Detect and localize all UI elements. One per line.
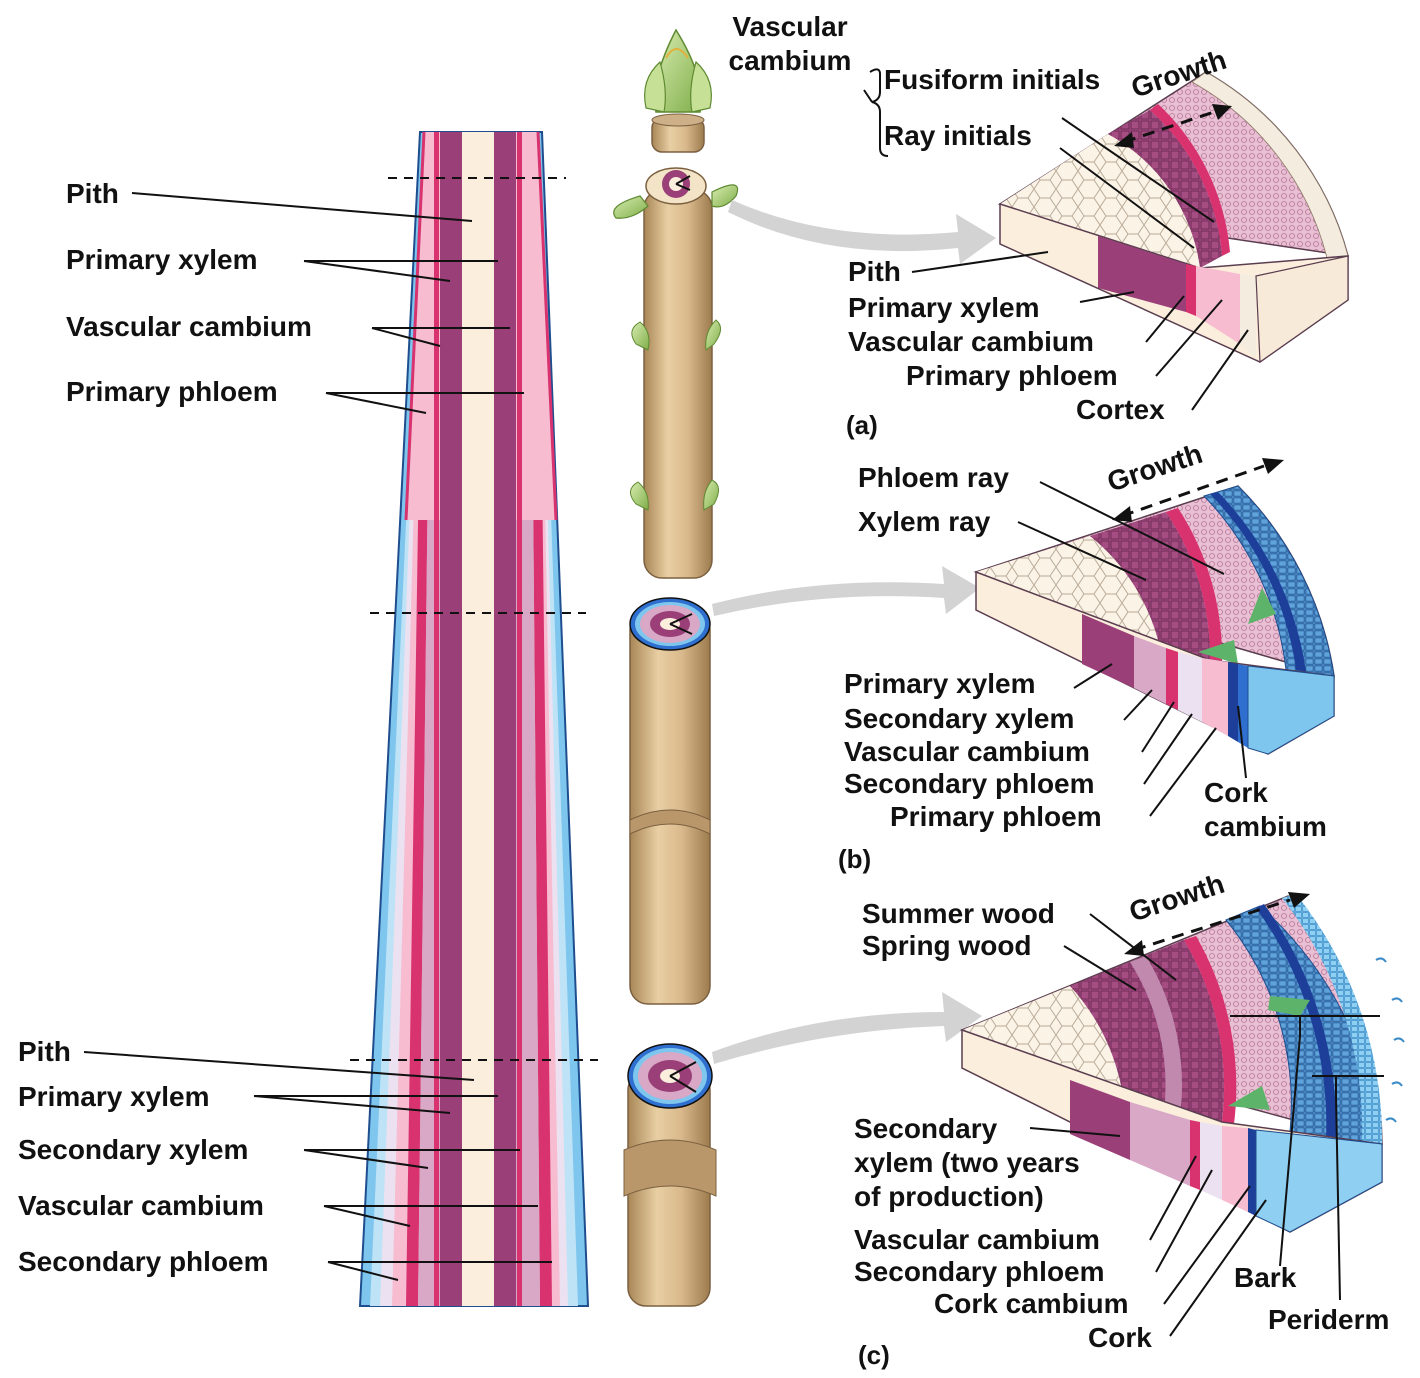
stem-segments <box>614 30 738 1306</box>
panel-b-label-vascular-cambium: Vascular cambium <box>844 738 1090 766</box>
panel-c-periderm: Periderm <box>1268 1306 1389 1334</box>
panel-a-fusiform-initials: Fusiform initials <box>884 66 1100 94</box>
panel-b-label-primary-xylem: Primary xylem <box>844 670 1035 698</box>
panel-b-label-primary-phloem: Primary phloem <box>890 803 1102 831</box>
panel-a-tag: (a) <box>846 412 878 438</box>
panel-b-tag: (b) <box>838 846 871 872</box>
long-label-primary-phloem: Primary phloem <box>66 378 278 406</box>
panel-c-tag: (c) <box>858 1342 890 1368</box>
panel-a-label-primary-phloem: Primary phloem <box>906 362 1118 390</box>
long-label-pith-lower: Pith <box>18 1038 71 1066</box>
panel-c-label-vascular-cambium: Vascular cambium <box>854 1226 1100 1254</box>
long-label-secondary-phloem-lower: Secondary phloem <box>18 1248 269 1276</box>
panel-b-phloem-ray: Phloem ray <box>858 464 1009 492</box>
long-label-pith: Pith <box>66 180 119 208</box>
bud-icon <box>645 30 712 152</box>
long-label-primary-xylem-lower: Primary xylem <box>18 1083 209 1111</box>
panel-c-bark: Bark <box>1234 1264 1296 1292</box>
panel-c-label-secondary-phloem: Secondary phloem <box>854 1258 1105 1286</box>
panel-b-label-secondary-phloem: Secondary phloem <box>844 770 1095 798</box>
longitudinal-section <box>350 132 598 1306</box>
panel-a-label-primary-xylem: Primary xylem <box>848 294 1039 322</box>
panel-c-summer-wood: Summer wood <box>862 900 1055 928</box>
long-label-primary-xylem: Primary xylem <box>66 246 257 274</box>
long-label-vascular-cambium: Vascular cambium <box>66 313 312 341</box>
panel-a-label-pith: Pith <box>848 258 901 286</box>
long-label-vascular-cambium-lower: Vascular cambium <box>18 1192 264 1220</box>
panel-b-cork-cambium: Cork cambium <box>1204 776 1327 844</box>
panel-a-label-vascular-cambium: Vascular cambium <box>848 328 1094 356</box>
long-label-secondary-xylem-lower: Secondary xylem <box>18 1136 248 1164</box>
panel-b-xylem-ray: Xylem ray <box>858 508 990 536</box>
panel-a-label-cortex: Cortex <box>1076 396 1165 424</box>
panel-a-ray-initials: Ray initials <box>884 122 1032 150</box>
panel-a-wedge <box>1000 72 1348 362</box>
panel-c-label-cork-cambium: Cork cambium <box>934 1290 1129 1318</box>
panel-c-label-cork: Cork <box>1088 1324 1152 1352</box>
panel-a-vascular-cambium-heading: Vascular cambium <box>720 10 860 78</box>
panel-c-spring-wood: Spring wood <box>862 932 1032 960</box>
panel-b-label-secondary-xylem: Secondary xylem <box>844 705 1074 733</box>
panel-c-secondary-xylem: Secondary xylem (two years of production… <box>854 1112 1080 1214</box>
